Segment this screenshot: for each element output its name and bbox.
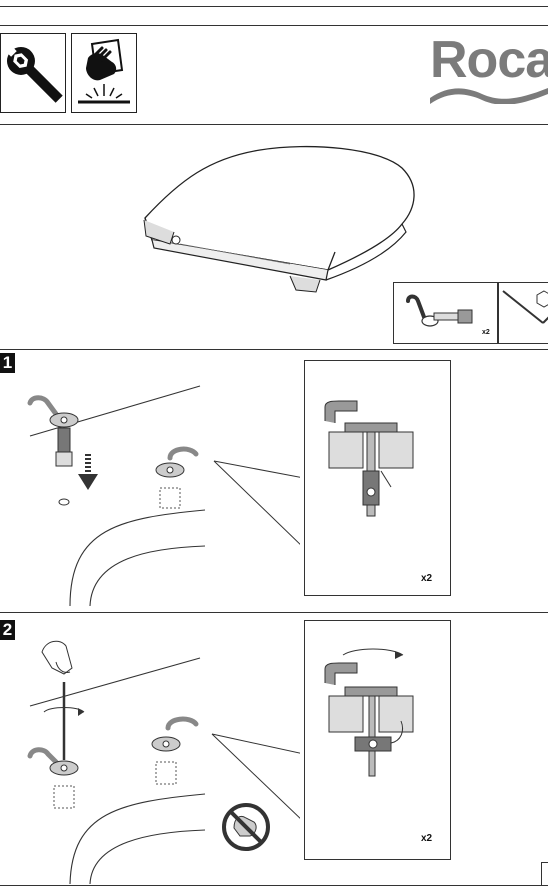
toilet-seat-illustration [143,145,415,293]
step-1-illustration [27,385,300,607]
tool-icon-box [0,33,66,113]
no-excess-force-icon [222,803,270,851]
top-rule [0,6,548,7]
hinge-bolt-icon [406,294,473,327]
cleaning-wipe-icon [78,38,130,104]
kit-quantity-label: x2 [482,329,490,336]
bottom-rule [0,885,548,886]
brand-logo-text: Roca [430,38,548,89]
hex-key-icon [502,290,548,324]
header-rule-bottom [0,124,548,125]
page-corner-mark [541,862,548,885]
kit-hex-key-box [498,282,548,344]
cleaning-icon-box [71,33,137,113]
header-rule-top [0,25,548,26]
step-1-quantity-label: x2 [421,573,433,584]
step2-rule [0,612,548,613]
brand-logo: Roca [430,38,548,108]
step-2-detail-box: x2 [304,620,451,860]
step1-rule [0,349,548,350]
step-1-detail-box: x2 [304,360,451,596]
kit-hinge-box: x2 [393,282,498,344]
wrench-hex-icon [1,34,65,112]
step-2-illustration [27,640,300,884]
step-2-quantity-label: x2 [421,833,433,844]
step-1-badge: 1 [0,353,15,373]
step-2-badge: 2 [0,620,15,640]
step-1-detail-illustration [324,400,414,517]
logo-wave-icon [430,88,548,104]
step-2-detail-illustration [324,648,414,777]
